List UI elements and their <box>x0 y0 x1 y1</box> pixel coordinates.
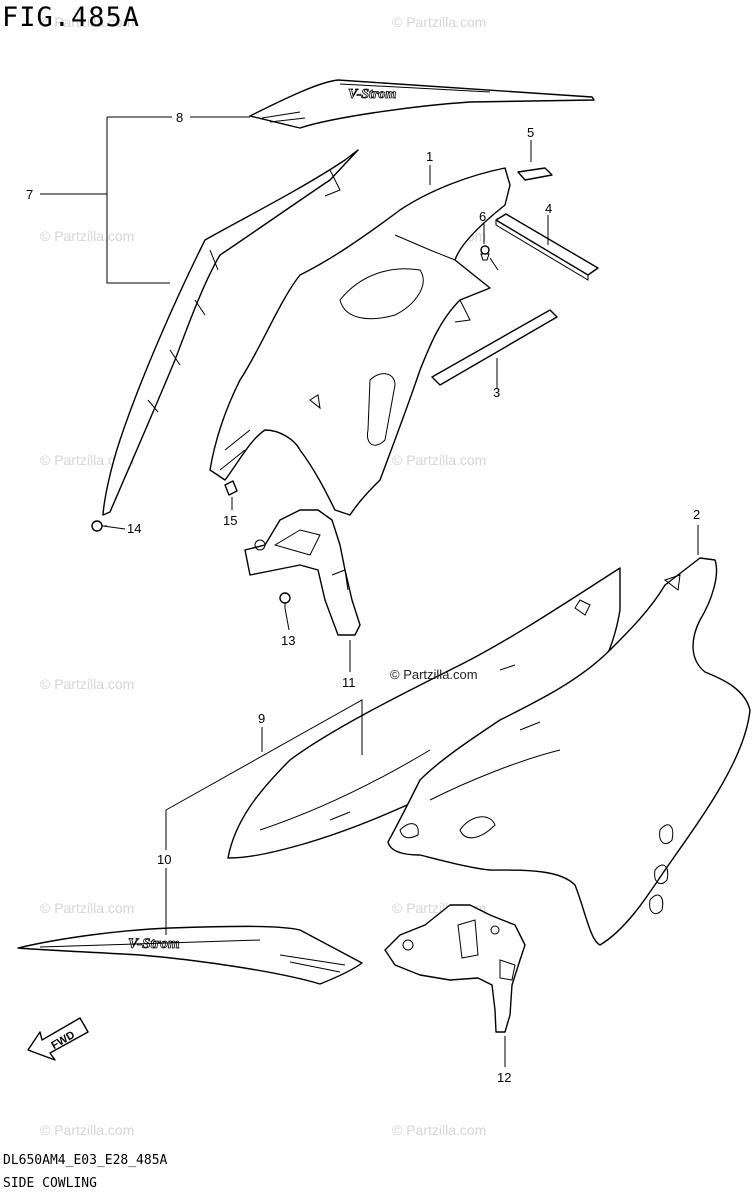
part-2-side-cowling[interactable] <box>387 557 751 946</box>
part-12-lower-bracket[interactable] <box>384 904 526 1033</box>
part-15-nut[interactable] <box>224 480 238 496</box>
watermark: © Partzilla.com <box>40 1122 135 1138</box>
callout-15: 15 <box>223 513 237 528</box>
callout-3: 3 <box>493 385 500 400</box>
callout-4: 4 <box>545 201 552 216</box>
watermark: © Partzilla.com <box>40 452 135 468</box>
callout-labels: 1 2 3 4 5 6 7 8 9 10 11 12 13 14 15 <box>26 110 700 1085</box>
callout-2: 2 <box>693 507 700 522</box>
watermark: © Partzilla.com <box>392 452 487 468</box>
watermark: © Partzilla.com <box>40 228 135 244</box>
part-8-decal-upper[interactable]: V-Strom <box>249 79 595 129</box>
decal-logo-text: V-Strom <box>128 936 180 952</box>
copyright-notice: © Partzilla.com <box>390 667 478 682</box>
part-4-cushion-strip[interactable] <box>495 213 599 281</box>
fwd-label: FWD <box>49 1029 77 1052</box>
part-1-side-cover[interactable] <box>209 167 511 516</box>
part-14-screw[interactable] <box>91 520 107 532</box>
decal-logo-text: V-Strom <box>348 87 396 102</box>
callout-9: 9 <box>258 711 265 726</box>
callout-10: 10 <box>157 852 171 867</box>
callout-7: 7 <box>26 187 33 202</box>
figure-title: FIG.485A <box>2 2 141 33</box>
callout-6: 6 <box>479 209 486 224</box>
part-5-pad[interactable] <box>517 167 553 181</box>
callout-5: 5 <box>527 125 534 140</box>
callout-1: 1 <box>426 149 433 164</box>
watermark: © Partzilla.com <box>40 14 135 30</box>
section-name: SIDE COWLING <box>3 1176 97 1191</box>
watermark: © Partzilla.com <box>392 14 487 30</box>
callout-14: 14 <box>127 521 141 536</box>
part-11-inner-bracket[interactable] <box>244 509 361 636</box>
callout-13: 13 <box>281 633 295 648</box>
part-6-grommet[interactable] <box>480 245 490 261</box>
callout-12: 12 <box>497 1070 511 1085</box>
model-code: DL650AM4_E03_E28_485A <box>3 1153 168 1168</box>
watermark: © Partzilla.com <box>392 1122 487 1138</box>
watermark: © Partzilla.com <box>40 900 135 916</box>
callout-11: 11 <box>342 675 356 690</box>
part-3-cushion-strip[interactable] <box>431 309 558 386</box>
callout-8: 8 <box>176 110 183 125</box>
watermark: © Partzilla.com <box>40 676 135 692</box>
leader-lines <box>40 116 699 1067</box>
part-7-side-trim[interactable] <box>102 149 359 516</box>
part-10-decal-lower[interactable]: V-Strom <box>17 925 363 985</box>
part-13-screw[interactable] <box>279 592 291 608</box>
fwd-direction-arrow: FWD <box>27 1017 89 1061</box>
